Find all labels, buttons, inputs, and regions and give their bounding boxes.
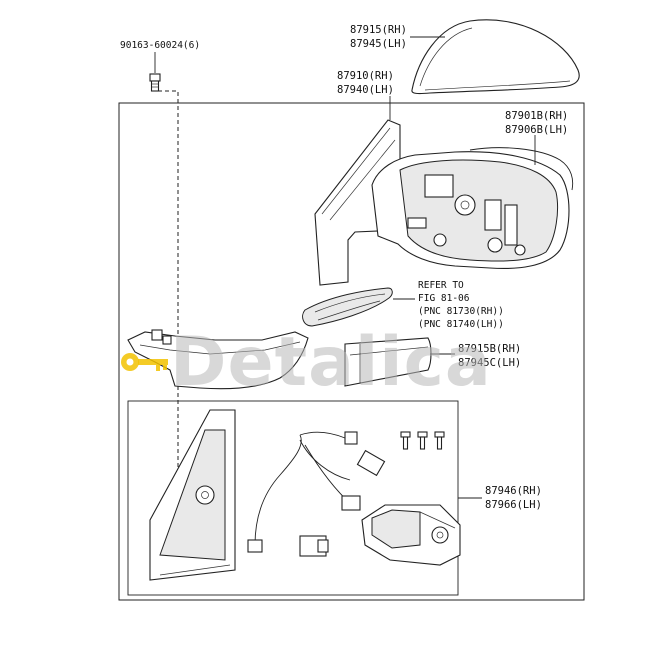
watermark-text: Detalica <box>170 323 492 402</box>
main-frame <box>118 102 585 601</box>
bolt-leader-line <box>158 90 179 560</box>
mirror-part-number-lh: 87940(LH) <box>337 84 394 96</box>
refer-line-4: (PNC 81740(LH)) <box>418 319 504 330</box>
bolt-icon <box>149 73 161 92</box>
mirror-part-number-rh: 87910(RH) <box>337 70 394 82</box>
mirror-cover-top <box>411 19 580 95</box>
cover-part-number-rh: 87915(RH) <box>350 24 407 36</box>
sub-assembly-part-number-rh: 87946(RH) <box>485 485 542 497</box>
mirror-glass <box>314 119 401 286</box>
wire-harness <box>247 431 386 553</box>
refer-line-3: (PNC 81730(RH)) <box>418 306 504 317</box>
watermark-key-icon <box>121 353 168 371</box>
refer-line-2: FIG 81-06 <box>418 293 470 304</box>
housing-part-number-lh: 87906B(LH) <box>505 124 568 136</box>
turn-signal-lamp <box>302 287 393 327</box>
retractor-motor <box>361 504 461 566</box>
mirror-lower-cover <box>344 337 432 387</box>
lower-cover-part-number-lh: 87945C(LH) <box>458 357 521 369</box>
mirror-base-garnish <box>127 329 309 390</box>
sub-assembly-part-number-lh: 87966(LH) <box>485 499 542 511</box>
lower-cover-part-number-rh: 87915B(RH) <box>458 343 521 355</box>
refer-line-1: REFER TO <box>418 280 464 291</box>
door-frame-base <box>149 409 236 581</box>
mirror-housing <box>371 147 574 269</box>
housing-part-number-rh: 87901B(RH) <box>505 110 568 122</box>
bolt-part-number: 90163-60024(6) <box>120 40 200 51</box>
screw-set-icon <box>400 431 445 450</box>
connector-clip <box>299 535 329 557</box>
cover-part-number-lh: 87945(LH) <box>350 38 407 50</box>
